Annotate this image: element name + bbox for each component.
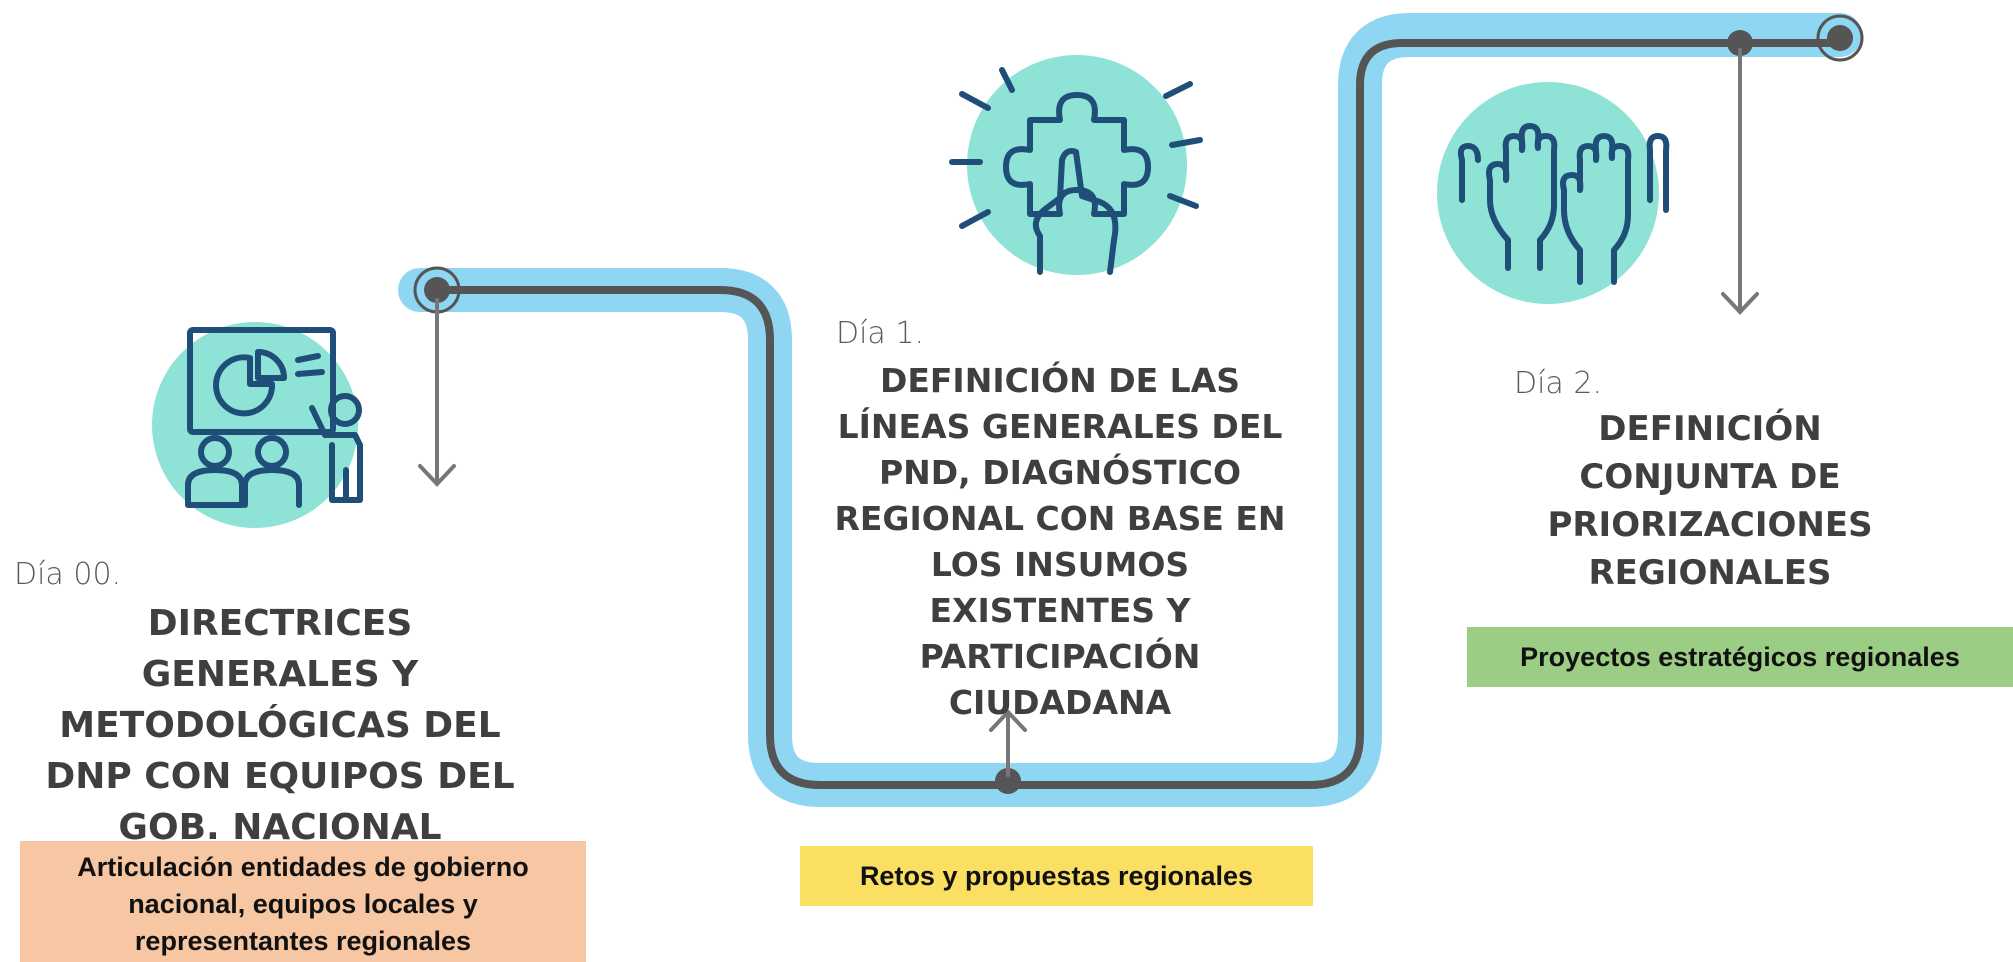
presentation-icon — [152, 322, 363, 528]
stage0-title-line: DIRECTRICES — [147, 603, 413, 644]
puzzle-hand-icon — [949, 55, 1203, 275]
timeline-path-inner — [433, 39, 1844, 789]
stage1-title-line: LÍNEAS GENERALES DEL — [837, 407, 1283, 446]
stage1-title-line: CIUDADANA — [948, 683, 1172, 722]
stage1-title-line: REGIONAL CON BASE EN — [834, 499, 1286, 538]
stage2-title-line: DEFINICIÓN — [1598, 409, 1822, 449]
end-node — [1816, 14, 1864, 62]
stage1-title: DEFINICIÓN DE LAS LÍNEAS GENERALES DEL P… — [820, 358, 1300, 726]
bottom-marker — [995, 768, 1021, 794]
stage1-title-line: LOS INSUMOS — [930, 545, 1190, 584]
stage0-title-line: METODOLÓGICAS DEL — [59, 705, 501, 746]
stage1-title-line: EXISTENTES Y — [929, 591, 1191, 630]
stage0-title: DIRECTRICES GENERALES Y METODOLÓGICAS DE… — [10, 598, 550, 853]
stage0-badge: Articulación entidades de gobierno nacio… — [20, 841, 586, 962]
stage0-title-line: DNP CON EQUIPOS DEL — [45, 756, 515, 797]
stage2-title-line: CONJUNTA DE — [1579, 457, 1841, 497]
stage2-day-label: Día 2. — [1514, 366, 1602, 401]
stage1-title-line: PARTICIPACIÓN — [919, 637, 1201, 676]
raised-hands-icon — [1437, 82, 1670, 304]
arrow-down-stage0 — [418, 298, 456, 487]
stage1-title-line: DEFINICIÓN DE LAS — [879, 361, 1241, 400]
stage2-title: DEFINICIÓN CONJUNTA DE PRIORIZACIONES RE… — [1500, 405, 1920, 597]
top-marker — [1727, 30, 1753, 56]
stage1-day-label: Día 1. — [836, 316, 924, 351]
stage1-title-line: PND, DIAGNÓSTICO — [878, 453, 1242, 492]
stage0-badge-line: nacional, equipos locales y — [128, 889, 478, 919]
stage0-day-label: Día 00. — [14, 557, 122, 592]
stage2-badge: Proyectos estratégicos regionales — [1467, 627, 2013, 687]
arrow-down-stage2 — [1721, 48, 1759, 315]
stage2-title-line: REGIONALES — [1588, 553, 1832, 593]
stage0-badge-line: representantes regionales — [134, 926, 472, 956]
arrow-up-stage1 — [989, 709, 1027, 777]
stage2-title-line: PRIORIZACIONES — [1547, 505, 1873, 545]
stage0-badge-line: Articulación entidades de gobierno — [77, 852, 529, 882]
stage0-title-line: GENERALES Y — [141, 654, 419, 695]
stage1-badge: Retos y propuestas regionales — [800, 846, 1313, 906]
